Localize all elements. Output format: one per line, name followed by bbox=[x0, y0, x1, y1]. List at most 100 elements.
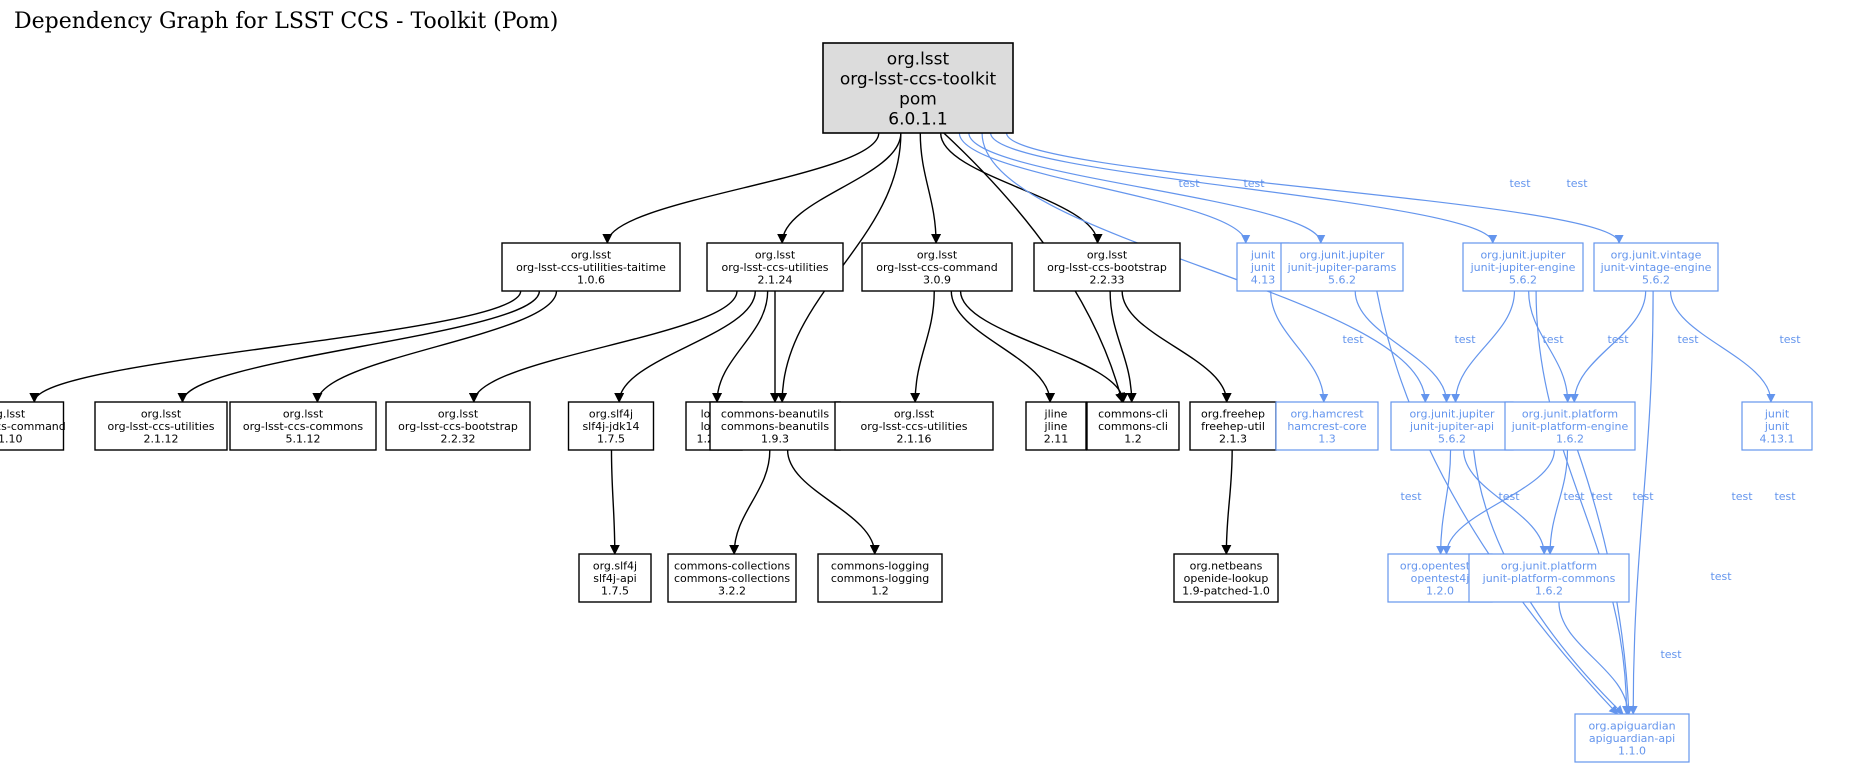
node-label-pengine-1: junit-platform-engine bbox=[1511, 420, 1629, 433]
node-label-util2124-1: org-lsst-ccs-utilities bbox=[722, 261, 829, 274]
node-vengine[interactable]: org.junit.vintagejunit-vintage-engine5.6… bbox=[1593, 242, 1719, 292]
edge-label-pengine-to-pcommons: test bbox=[1632, 490, 1654, 503]
node-label-freehep-1: freehep-util bbox=[1201, 420, 1265, 433]
node-label-opentest4j-2: 1.2.0 bbox=[1426, 585, 1454, 598]
node-label-opentest4j-0: org.opentest4j bbox=[1400, 560, 1480, 573]
node-box-boot2232 bbox=[385, 401, 531, 451]
node-label-cmd2110-0: org.lsst bbox=[0, 408, 26, 421]
node-label-apiguardian-2: 1.1.0 bbox=[1618, 745, 1646, 758]
edge-cmd309-to-jline bbox=[950, 290, 1056, 403]
node-label-japi-2: 5.6.2 bbox=[1438, 433, 1466, 446]
node-box-jengine bbox=[1462, 242, 1584, 292]
node-label-util2116-0: org.lsst bbox=[894, 408, 935, 421]
node-pcommons[interactable]: org.junit.platformjunit-platform-commons… bbox=[1468, 553, 1630, 603]
node-label-jline-0: jline bbox=[1044, 408, 1068, 421]
node-label-jline-1: jline bbox=[1044, 420, 1068, 433]
edge-label-junit413-to-hamcrest: test bbox=[1342, 333, 1364, 346]
edge-taitime-to-commons5112 bbox=[312, 290, 558, 403]
node-label-beanutils-1: commons-beanutils bbox=[721, 420, 829, 433]
edge-boot2233-to-freehep bbox=[1121, 290, 1232, 403]
node-label-util2116-1: org-lsst-ccs-utilities bbox=[861, 420, 968, 433]
node-label-root-2: pom bbox=[899, 89, 937, 109]
node-label-root-3: 6.0.1.1 bbox=[888, 109, 947, 129]
edge-root-to-util2124 bbox=[777, 132, 902, 244]
node-box-jparams bbox=[1280, 242, 1404, 292]
node-label-slf4japi-0: org.slf4j bbox=[593, 560, 637, 573]
node-label-cli-0: commons-cli bbox=[1098, 408, 1168, 421]
node-box-util2124 bbox=[706, 242, 844, 292]
node-openide[interactable]: org.netbeansopenide-lookup1.9-patched-1.… bbox=[1173, 553, 1279, 603]
node-label-collections-1: commons-collections bbox=[674, 572, 790, 585]
node-label-jparams-1: junit-jupiter-params bbox=[1287, 261, 1397, 274]
node-label-cmd2110-2: 2.1.10 bbox=[0, 433, 23, 446]
node-label-junit413-2: 4.13 bbox=[1251, 274, 1276, 287]
node-label-commons5112-0: org.lsst bbox=[283, 408, 324, 421]
node-label-boot2232-2: 2.2.32 bbox=[441, 433, 476, 446]
node-label-pcommons-0: org.junit.platform bbox=[1501, 560, 1597, 573]
node-label-logging-2: 1.2 bbox=[871, 585, 889, 598]
edge-root-to-taitime bbox=[602, 132, 880, 244]
node-box-slf4japi bbox=[578, 553, 652, 603]
node-label-cmd309-1: org-lsst-ccs-command bbox=[876, 261, 998, 274]
edge-japi-to-opentest4j bbox=[1436, 449, 1452, 555]
node-label-jparams-0: org.junit.jupiter bbox=[1299, 249, 1385, 262]
node-label-collections-2: 3.2.2 bbox=[718, 585, 746, 598]
edge-junit413-to-hamcrest bbox=[1270, 290, 1329, 403]
edge-label-root-to-jparams: test bbox=[1243, 177, 1265, 190]
node-label-vengine-2: 5.6.2 bbox=[1642, 274, 1670, 287]
edge-root-to-junit413 bbox=[958, 132, 1251, 244]
node-label-openide-0: org.netbeans bbox=[1190, 560, 1263, 573]
edge-vengine-to-junit4131 bbox=[1669, 290, 1776, 403]
node-label-slf4japi-2: 1.7.5 bbox=[601, 585, 629, 598]
edge-pengine-to-pcommons bbox=[1545, 449, 1569, 555]
edge-japi-to-pcommons bbox=[1463, 449, 1549, 555]
node-label-collections-0: commons-collections bbox=[674, 560, 790, 573]
node-taitime[interactable]: org.lsstorg-lsst-ccs-utilities-taitime1.… bbox=[501, 242, 681, 292]
node-label-slf4jjdk-0: org.slf4j bbox=[589, 408, 633, 421]
node-label-beanutils-2: 1.9.3 bbox=[761, 433, 789, 446]
edge-jengine-to-apiguardian bbox=[1535, 290, 1632, 715]
node-label-taitime-2: 1.0.6 bbox=[577, 274, 605, 287]
node-label-slf4japi-1: slf4j-api bbox=[593, 572, 636, 585]
node-box-apiguardian bbox=[1574, 713, 1690, 763]
edge-label-vengine-to-junit4131: test bbox=[1779, 333, 1801, 346]
edge-label-pcommons-to-apiguardian: test bbox=[1660, 648, 1682, 661]
node-jparams[interactable]: org.junit.jupiterjunit-jupiter-params5.6… bbox=[1280, 242, 1404, 292]
edge-label-jengine-to-japi: test bbox=[1542, 333, 1564, 346]
edge-root-to-japi bbox=[981, 132, 1430, 403]
node-jengine[interactable]: org.junit.jupiterjunit-jupiter-engine5.6… bbox=[1462, 242, 1584, 292]
node-box-logging bbox=[817, 553, 943, 603]
node-pengine[interactable]: org.junit.platformjunit-platform-engine1… bbox=[1504, 401, 1636, 451]
edge-util2124-to-boot2232 bbox=[468, 290, 738, 403]
edge-label-jengine-to-apiguardian: test bbox=[1731, 490, 1753, 503]
edge-root-to-boot2233 bbox=[939, 132, 1103, 244]
node-label-apiguardian-1: apiguardian-api bbox=[1589, 732, 1675, 745]
node-label-cmd2110-1: org-lsst-ccs-command bbox=[0, 420, 66, 433]
node-collections[interactable]: commons-collectionscommons-collections3.… bbox=[667, 553, 797, 603]
edge-vengine-to-apiguardian bbox=[1628, 290, 1654, 715]
edge-label-jengine-to-pengine: test bbox=[1607, 333, 1629, 346]
node-box-collections bbox=[667, 553, 797, 603]
node-box-boot2233 bbox=[1033, 242, 1181, 292]
